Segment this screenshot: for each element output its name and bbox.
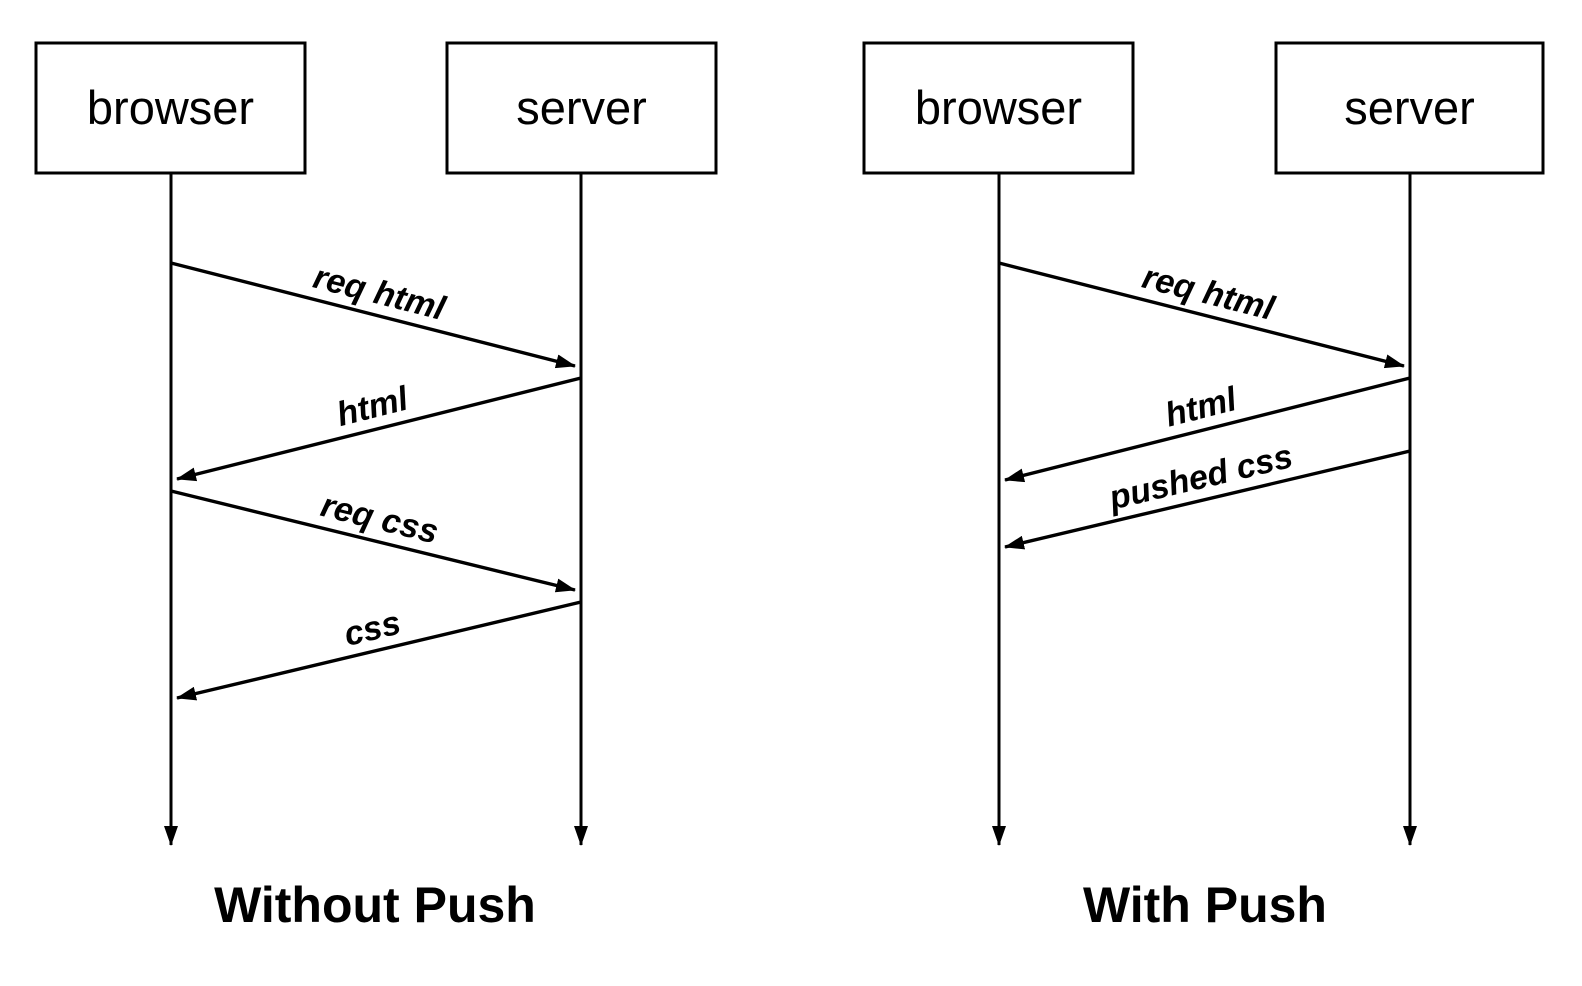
actor-label-browser: browser — [87, 81, 254, 134]
message-arrow-css — [176, 600, 582, 701]
actor-label-browser: browser — [915, 81, 1082, 134]
diagram-without-push: browser server req html html req css css… — [34, 41, 718, 933]
diagram-with-push: browser server req html html pushed css … — [862, 41, 1545, 933]
actor-label-server: server — [516, 81, 647, 134]
message-arrow-html — [176, 376, 582, 482]
message-arrow-req-css — [170, 489, 576, 593]
message-arrow-pushed-css — [1004, 449, 1411, 550]
message-label-html: html — [1161, 380, 1241, 435]
message-arrow-html — [1004, 376, 1411, 483]
message-arrow-req-html — [998, 261, 1405, 369]
actor-box-server — [445, 41, 718, 175]
actor-label-server: server — [1344, 81, 1475, 134]
message-label-html: html — [333, 379, 413, 434]
diagram-caption-without-push: Without Push — [214, 877, 536, 933]
actor-box-browser — [34, 41, 307, 175]
actor-box-server — [1274, 41, 1545, 175]
message-arrow-req-html — [170, 261, 576, 369]
diagram-caption-with-push: With Push — [1083, 877, 1327, 933]
actor-box-browser — [862, 41, 1135, 175]
